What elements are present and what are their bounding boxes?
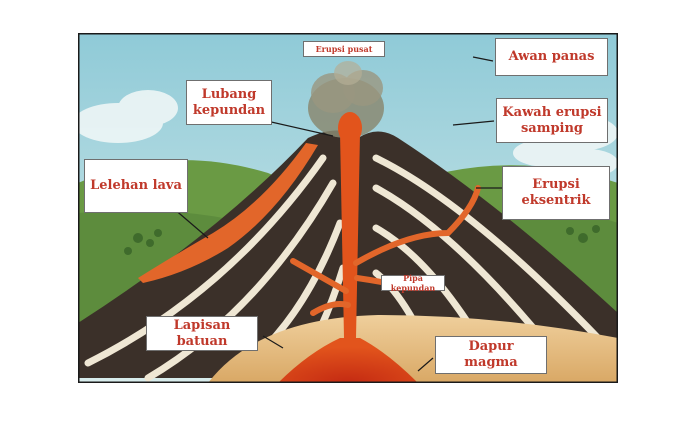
label-erupsi-pusat: Erupsi pusat (303, 41, 385, 57)
frame (78, 33, 618, 383)
label-pipa-kepundan: Pipa kepundan (381, 273, 445, 293)
label-kawah-erupsi-samping: Kawah erupsi samping (496, 98, 608, 143)
label-erupsi-eksentrik: Erupsi eksentrik (502, 166, 610, 220)
label-lubang-kepundan: Lubang kepundan (186, 80, 272, 125)
ash-cloud (308, 61, 384, 144)
volcano-diagram: Erupsi pusat Awan panas Lubang kepundan … (78, 33, 618, 383)
label-dapur-magma: Dapur magma (435, 336, 547, 374)
main-conduit (340, 133, 360, 338)
lava-flow (138, 143, 318, 283)
magma-chamber (278, 338, 418, 383)
label-lapisan-batuan: Lapisan batuan (146, 316, 258, 351)
label-lelehan-lava: Lelehan lava (84, 159, 188, 213)
label-awan-panas: Awan panas (495, 38, 608, 76)
trees (124, 225, 600, 255)
